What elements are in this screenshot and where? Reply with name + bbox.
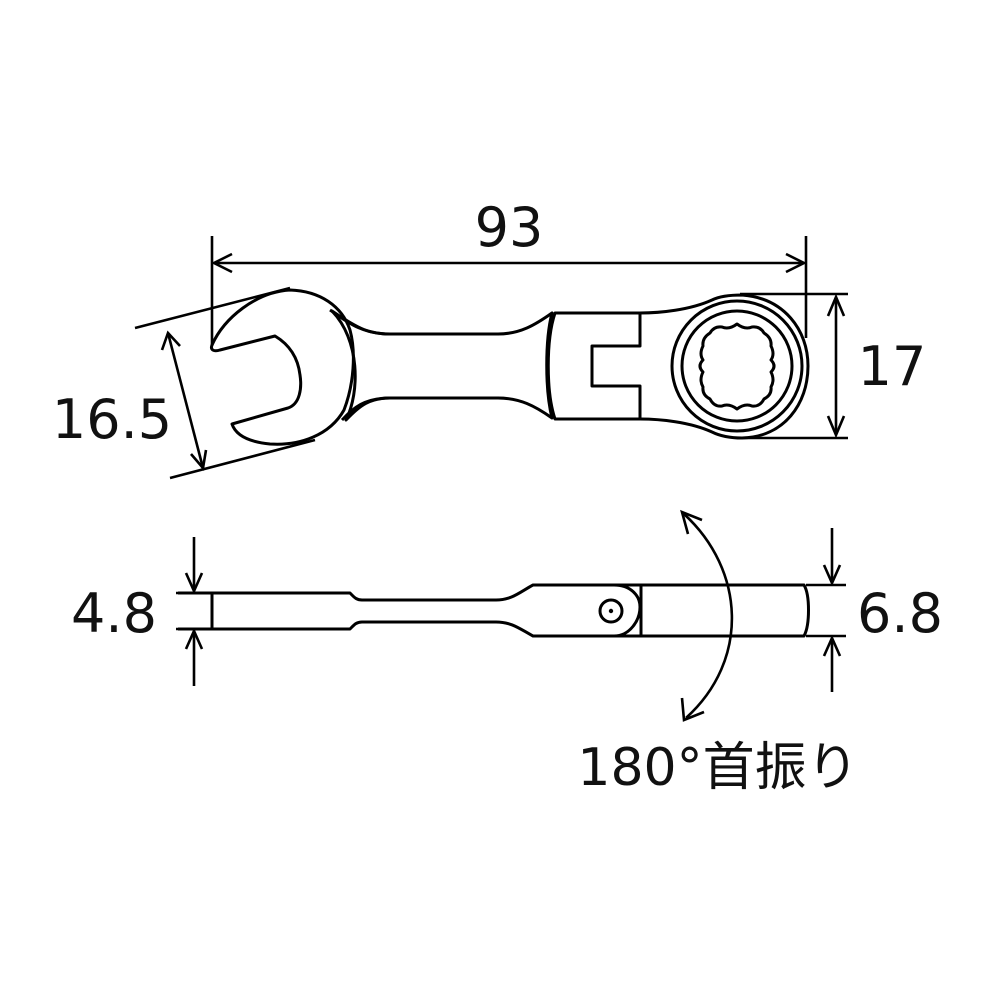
ring-inner-circle xyxy=(680,309,794,423)
hinge-block xyxy=(546,311,642,421)
ring-head-body xyxy=(639,293,810,440)
shank xyxy=(330,309,554,422)
twelve-point-socket xyxy=(698,322,776,411)
pivot-pin-center xyxy=(608,608,614,614)
side-shank xyxy=(178,583,642,638)
dimension-label-ring-width: 17 xyxy=(858,335,927,398)
dimension-open-thickness: 4.8 xyxy=(71,537,212,686)
open-end-jaw xyxy=(210,288,355,446)
dimension-label-open-thickness: 4.8 xyxy=(71,582,157,645)
dimension-ring-width: 17 xyxy=(740,292,927,440)
pivot-pin xyxy=(598,598,624,624)
dimension-ring-thickness: 6.8 xyxy=(806,528,943,692)
dimension-open-end-width: 16.5 xyxy=(52,286,316,480)
swivel-arc-arrow xyxy=(680,509,734,722)
dimension-label-open-width: 16.5 xyxy=(52,388,172,451)
top-view xyxy=(210,288,810,446)
dimension-label-length: 93 xyxy=(475,196,544,259)
dimension-overall-length: 93 xyxy=(210,196,808,346)
side-view xyxy=(178,583,810,638)
swivel-label: 180°首振り xyxy=(577,738,858,798)
dimension-label-ring-thickness: 6.8 xyxy=(857,582,943,645)
ring-outer-circle xyxy=(670,299,804,433)
side-ring-head xyxy=(614,583,810,638)
